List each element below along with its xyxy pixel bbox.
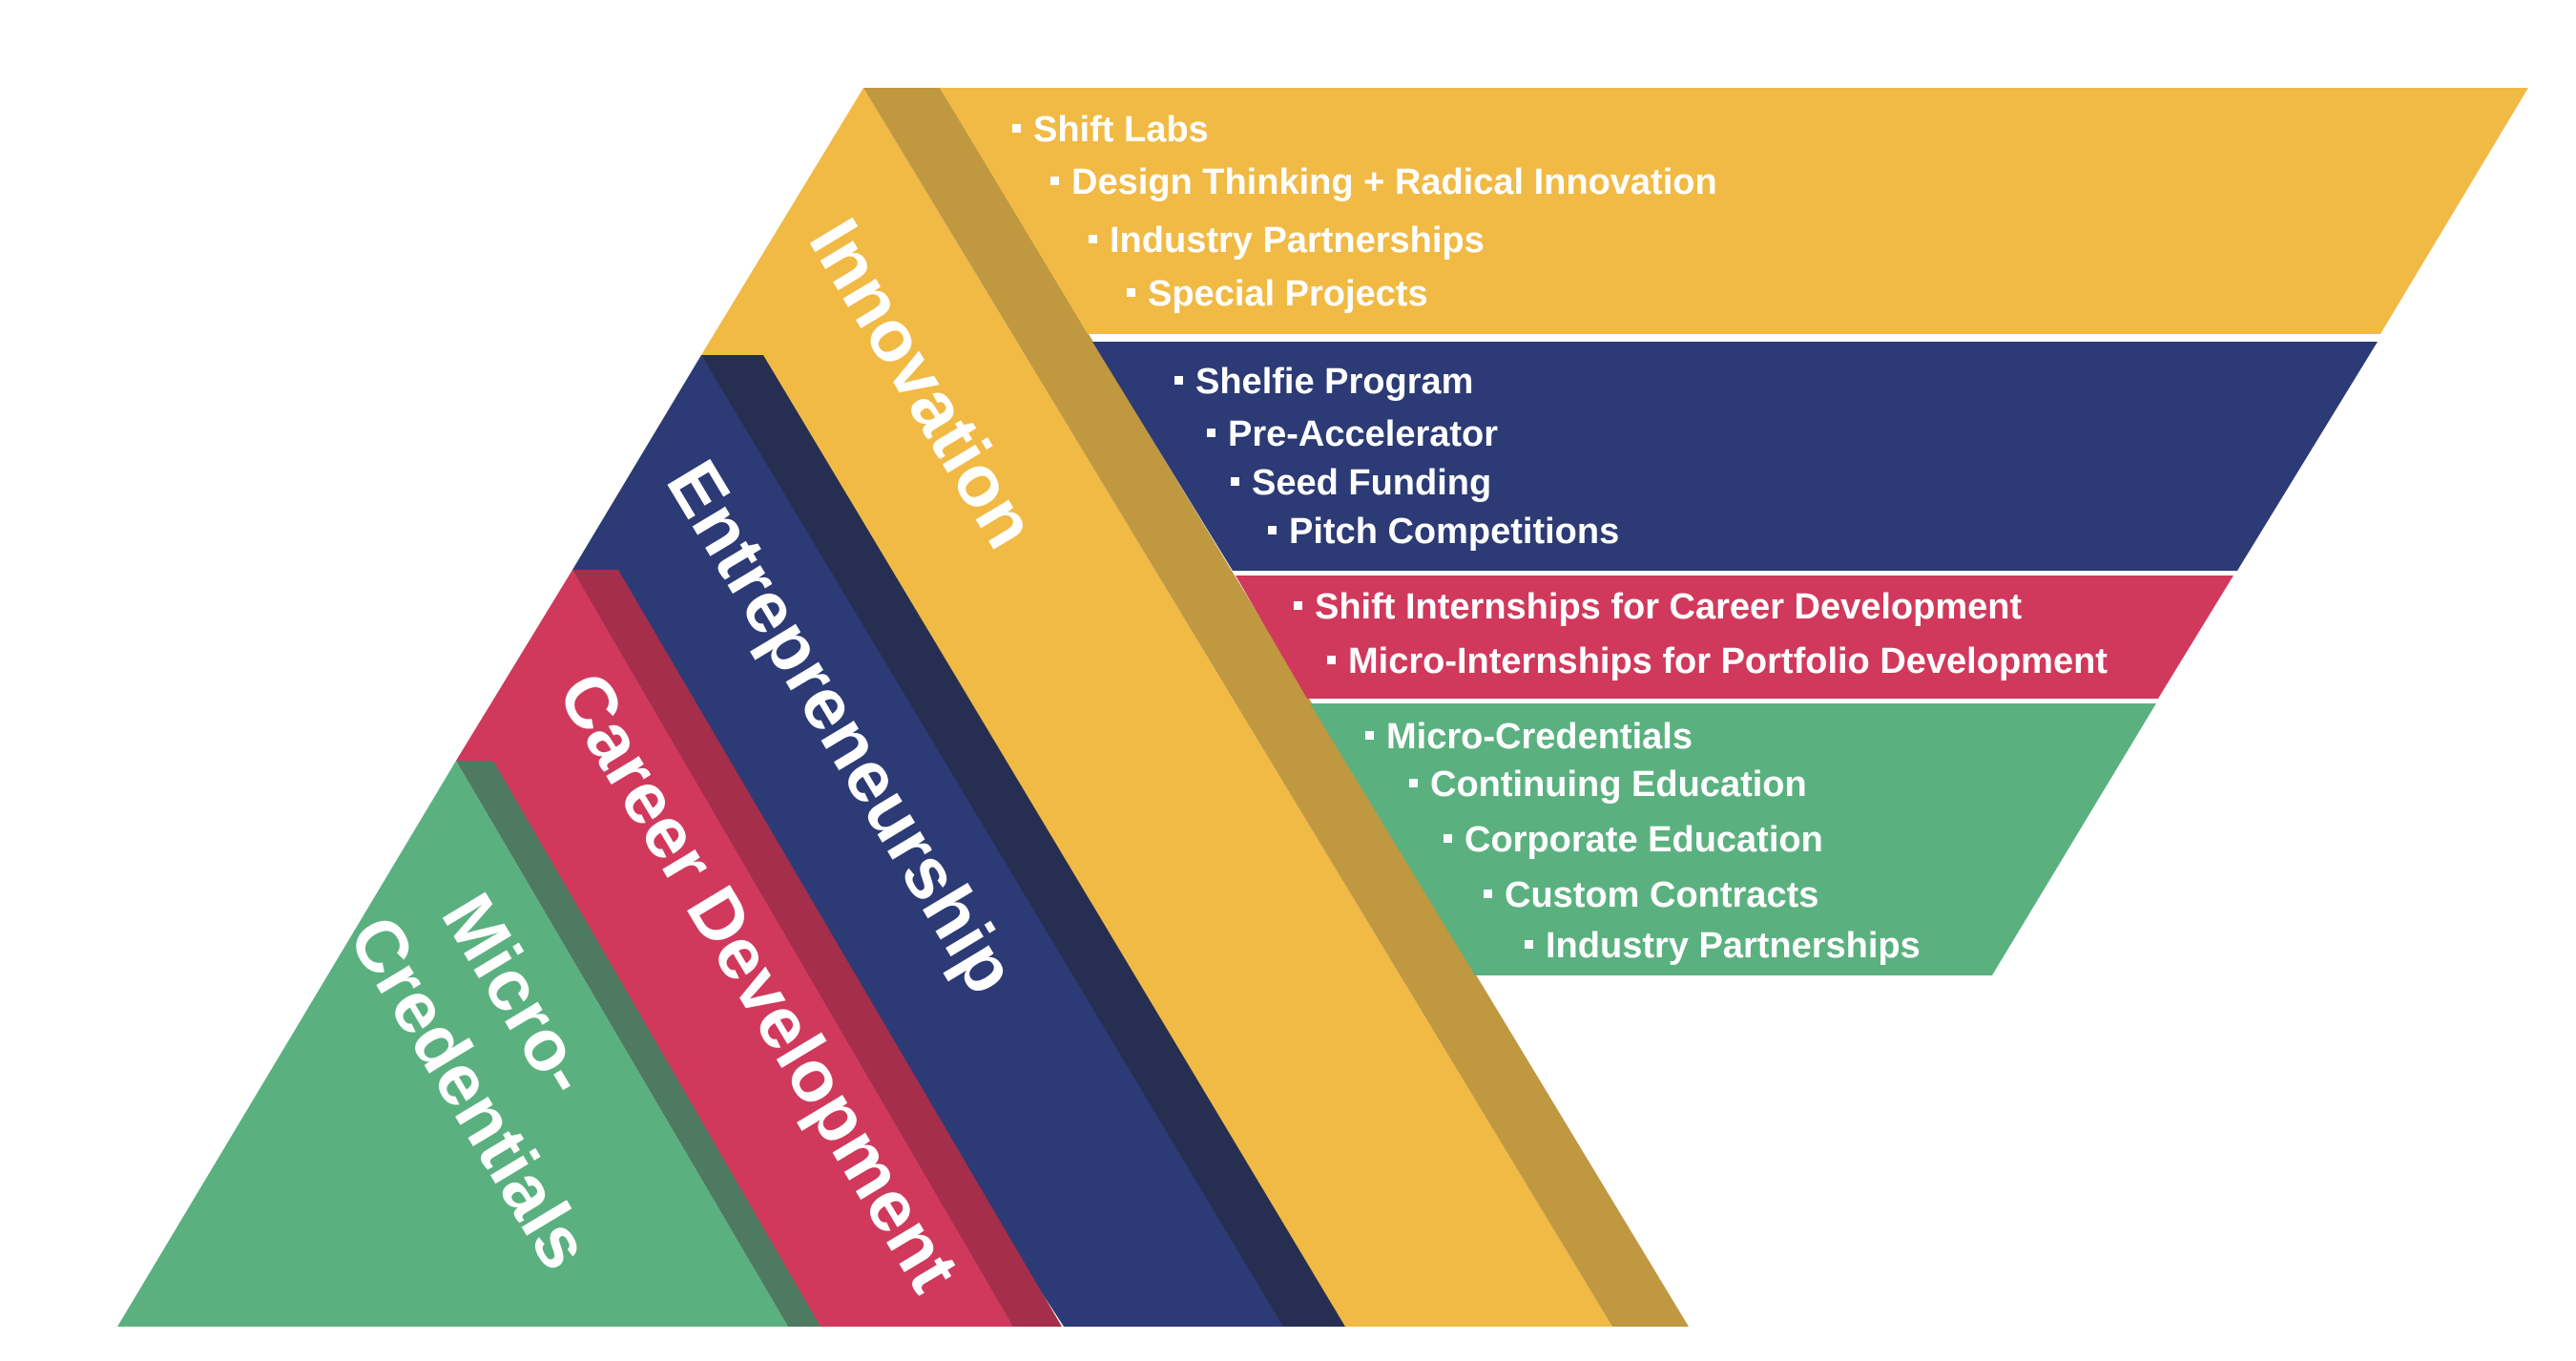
bullet	[1089, 235, 1097, 243]
micro-item: Micro-Credentials	[1386, 717, 1693, 757]
micro-item: Continuing Education	[1430, 764, 1807, 805]
innovation-band	[701, 88, 1612, 1327]
entrepreneurship-band-shadow	[701, 355, 1345, 1327]
innovation-band-shadow	[863, 88, 1689, 1327]
micro-item: Corporate Education	[1465, 820, 1823, 860]
bullet	[1444, 834, 1452, 843]
career-item: Shift Internships for Career Development	[1315, 587, 2022, 627]
innovation-list: Shift Labs Design Thinking + Radical Inn…	[1012, 110, 1717, 314]
innovation-item: Shift Labs	[1033, 110, 1209, 150]
career-band	[456, 570, 1026, 1327]
bullet	[1294, 601, 1302, 610]
micro-item: Custom Contracts	[1505, 875, 1818, 915]
bullet	[1207, 429, 1215, 437]
micro-item: Industry Partnerships	[1546, 926, 1921, 966]
bullet	[1525, 940, 1533, 949]
micro-credentials-panel	[1310, 703, 2156, 975]
bullet	[1012, 124, 1021, 133]
bullet	[1365, 731, 1374, 740]
innovation-item: Industry Partnerships	[1110, 220, 1485, 261]
bullet	[1484, 890, 1492, 898]
micro-credentials-band-shadow	[456, 761, 821, 1327]
bullet	[1409, 779, 1418, 787]
bullet	[1050, 177, 1059, 185]
bullet	[1174, 376, 1183, 385]
entrepreneurship-item: Shelfie Program	[1195, 362, 1473, 402]
innovation-panel	[940, 88, 2528, 334]
career-band-shadow	[572, 570, 1062, 1327]
innovation-item: Design Thinking + Radical Innovation	[1071, 162, 1717, 202]
entrepreneurship-item: Seed Funding	[1252, 463, 1491, 503]
career-development-list: Shift Internships for Career Development…	[1294, 587, 2108, 681]
entrepreneurship-item: Pitch Competitions	[1289, 512, 1619, 552]
innovation-item: Special Projects	[1148, 274, 1428, 314]
career-panel	[1236, 576, 2233, 699]
micro-credentials-list: Micro-Credentials Continuing Education C…	[1365, 717, 1921, 966]
bullet	[1127, 288, 1135, 297]
entrepreneurship-panel	[1092, 342, 2378, 571]
bullet	[1268, 526, 1277, 534]
entrepreneurship-item: Pre-Accelerator	[1228, 414, 1498, 454]
entrepreneurship-band	[572, 355, 1298, 1327]
entrepreneurship-list: Shelfie Program Pre-Accelerator Seed Fun…	[1174, 362, 1619, 552]
bullet	[1327, 656, 1336, 664]
micro-credentials-band	[117, 761, 788, 1327]
career-item: Micro-Internships for Portfolio Developm…	[1348, 641, 2108, 681]
bullet	[1231, 477, 1239, 486]
